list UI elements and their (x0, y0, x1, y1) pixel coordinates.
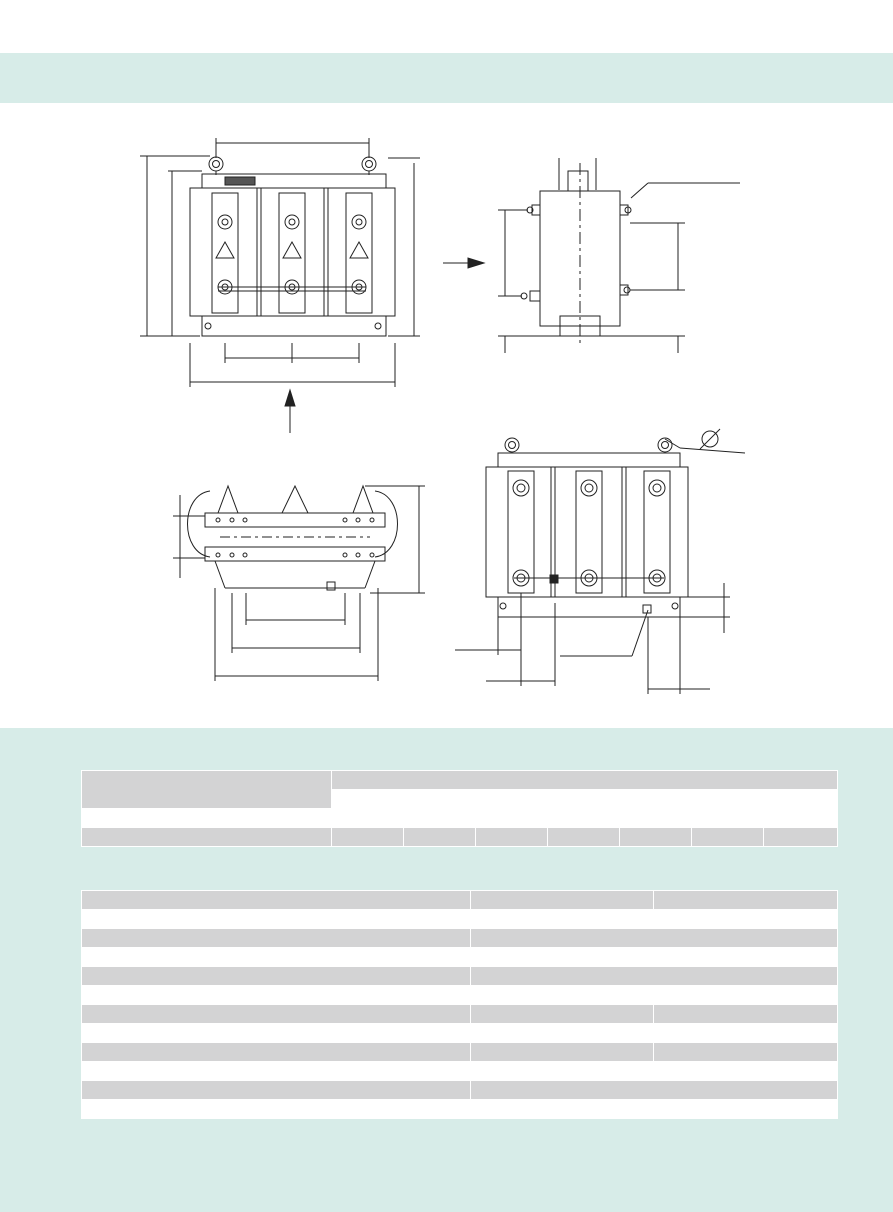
table-cell (331, 808, 404, 828)
table-cell (81, 909, 471, 929)
specification-section (0, 728, 893, 1212)
table-cell (475, 789, 548, 809)
table-row (81, 928, 838, 948)
table-cell (470, 1061, 654, 1081)
table-cell (81, 1042, 471, 1062)
table-cell (547, 827, 620, 847)
table-cell (81, 890, 471, 910)
table-cell (81, 827, 332, 847)
table-cell (470, 1099, 654, 1119)
table-cell (81, 928, 471, 948)
table-row (81, 985, 838, 1005)
header-band (0, 53, 893, 103)
table-header-cell (330, 770, 839, 790)
table-cell (653, 1099, 838, 1119)
table-row (81, 890, 838, 910)
table-header-cell (81, 770, 332, 809)
front-view (140, 138, 420, 433)
table-cell (619, 808, 692, 828)
table-cell (470, 909, 654, 929)
table-cell (81, 1023, 471, 1043)
table-cell (691, 789, 764, 809)
table-cell (81, 966, 471, 986)
parameter-table (81, 890, 838, 1119)
table-cell (331, 827, 404, 847)
table-row (81, 808, 839, 828)
technical-drawing (0, 103, 893, 728)
table-row (81, 947, 838, 967)
table-cell (547, 808, 620, 828)
table-header-row (81, 770, 839, 809)
table-row (81, 1004, 838, 1024)
table-row (81, 1042, 838, 1062)
table-cell (470, 1004, 654, 1024)
table-row (81, 1061, 838, 1081)
table-subheader-row (82, 789, 839, 809)
table-cell (762, 808, 839, 828)
table-cell (470, 1023, 654, 1043)
table-cell (653, 1042, 838, 1062)
dimension-table (81, 770, 839, 847)
table-cell (470, 985, 838, 1005)
table-row (81, 1099, 838, 1119)
table-cell (403, 789, 476, 809)
table-cell (470, 890, 654, 910)
back-view (455, 428, 746, 694)
table-row (81, 966, 838, 986)
table-cell (331, 789, 404, 809)
table-cell (81, 947, 471, 967)
table-cell (762, 827, 839, 847)
table-cell (653, 1023, 838, 1043)
table-cell (691, 827, 764, 847)
table-cell (470, 947, 838, 967)
top-view (173, 484, 425, 681)
table-cell (475, 827, 548, 847)
table-cell (81, 985, 471, 1005)
table-cell (81, 1061, 471, 1081)
table-cell (81, 1004, 471, 1024)
table-cell (470, 966, 838, 986)
table-cell (619, 789, 692, 809)
table-cell (470, 1080, 838, 1100)
table-cell (81, 1099, 471, 1119)
table-cell (653, 1061, 838, 1081)
table-cell (81, 808, 332, 828)
table-cell (403, 827, 476, 847)
table-cell (470, 1042, 654, 1062)
table-cell (762, 789, 839, 809)
table-cell (547, 789, 620, 809)
table-cell (653, 1004, 838, 1024)
table-row (81, 909, 838, 929)
table-cell (403, 808, 476, 828)
table-cell (653, 909, 838, 929)
table-row (81, 1080, 838, 1100)
table-cell (470, 928, 838, 948)
table-row (81, 827, 839, 847)
table-cell (475, 808, 548, 828)
table-cell (81, 1080, 471, 1100)
table-row (81, 1023, 838, 1043)
table-cell (691, 808, 764, 828)
side-view (498, 158, 740, 353)
table-cell (653, 890, 838, 910)
table-cell (619, 827, 692, 847)
